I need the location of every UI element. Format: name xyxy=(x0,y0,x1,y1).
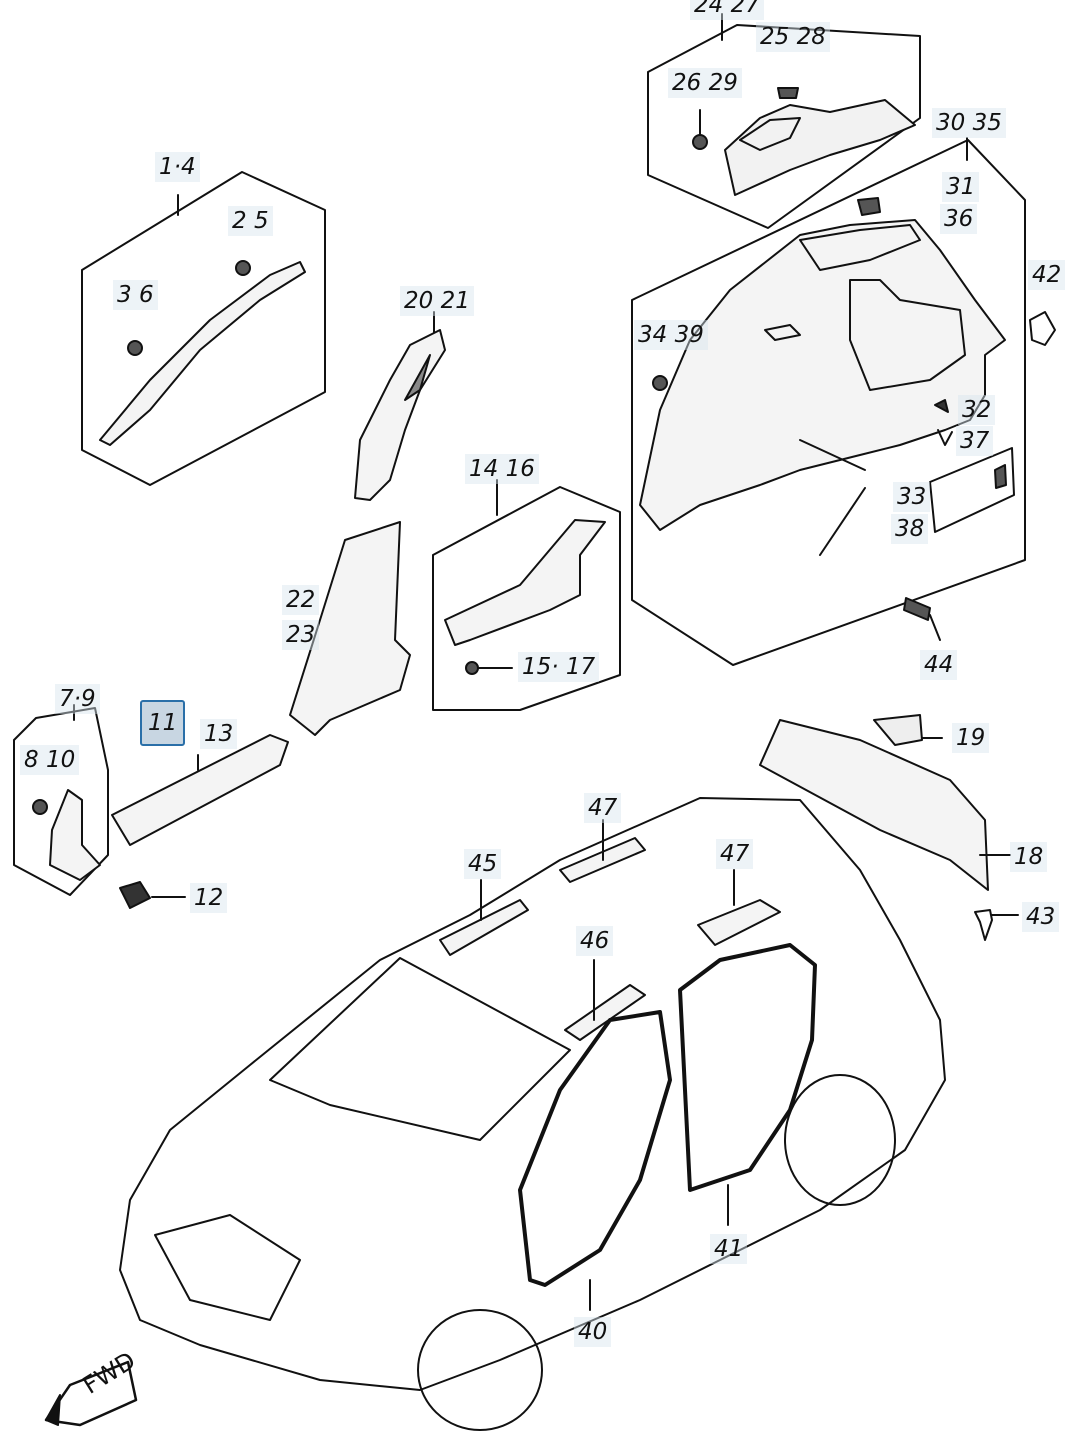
callout-41[interactable]: 41 xyxy=(710,1234,748,1264)
callout-26-29[interactable]: 26 29 xyxy=(668,68,742,98)
callout-47-right[interactable]: 47 xyxy=(716,839,754,869)
callout-23[interactable]: 23 xyxy=(282,620,320,650)
pillar-upper-20-21 xyxy=(354,311,446,501)
callout-11-selected[interactable]: 11 xyxy=(140,700,186,746)
callout-33[interactable]: 33 xyxy=(893,482,931,512)
pillar-lower-22-23 xyxy=(289,521,411,736)
callout-32[interactable]: 32 xyxy=(958,395,996,425)
group-box-14-16 xyxy=(432,479,621,711)
callout-46[interactable]: 46 xyxy=(576,926,614,956)
callout-36[interactable]: 36 xyxy=(940,204,978,234)
clip-12 xyxy=(119,881,186,909)
callout-1-4[interactable]: 1·4 xyxy=(155,152,200,182)
sill-11-13 xyxy=(111,734,289,846)
callout-37[interactable]: 37 xyxy=(956,426,994,456)
callout-25-28[interactable]: 25 28 xyxy=(756,22,830,52)
rear-trim-18-19 xyxy=(759,714,1019,941)
group-box-30-39 xyxy=(631,137,1056,666)
callout-45[interactable]: 45 xyxy=(464,849,502,879)
group-box-24-29 xyxy=(647,13,921,229)
callout-12[interactable]: 12 xyxy=(190,883,228,913)
callout-24-27[interactable]: 24 27 xyxy=(690,0,764,20)
callout-42[interactable]: 42 xyxy=(1028,260,1065,290)
car-outline xyxy=(119,797,946,1431)
callout-15-17[interactable]: 15· 17 xyxy=(518,652,600,682)
fwd-arrow-icon xyxy=(44,1360,138,1427)
callout-44[interactable]: 44 xyxy=(920,650,958,680)
group-box-7-10 xyxy=(13,704,109,896)
callout-34-39[interactable]: 34 39 xyxy=(634,320,708,350)
group-box-1-6 xyxy=(81,171,326,486)
callout-40[interactable]: 40 xyxy=(574,1317,612,1347)
callout-22[interactable]: 22 xyxy=(282,585,320,615)
callout-30-35[interactable]: 30 35 xyxy=(932,108,1006,138)
callout-31[interactable]: 31 xyxy=(942,172,980,202)
callout-8-10[interactable]: 8 10 xyxy=(20,745,80,775)
callout-19[interactable]: 19 xyxy=(952,723,990,753)
callout-2-5[interactable]: 2 5 xyxy=(228,206,273,236)
callout-18[interactable]: 18 xyxy=(1010,842,1048,872)
callout-3-6[interactable]: 3 6 xyxy=(113,280,158,310)
callout-20-21[interactable]: 20 21 xyxy=(400,286,474,316)
callout-38[interactable]: 38 xyxy=(891,514,929,544)
callout-43[interactable]: 43 xyxy=(1022,902,1060,932)
callout-7-9[interactable]: 7·9 xyxy=(55,684,100,714)
callout-13[interactable]: 13 xyxy=(200,719,238,749)
callout-47-top[interactable]: 47 xyxy=(584,793,622,823)
callout-14-16[interactable]: 14 16 xyxy=(465,454,539,484)
